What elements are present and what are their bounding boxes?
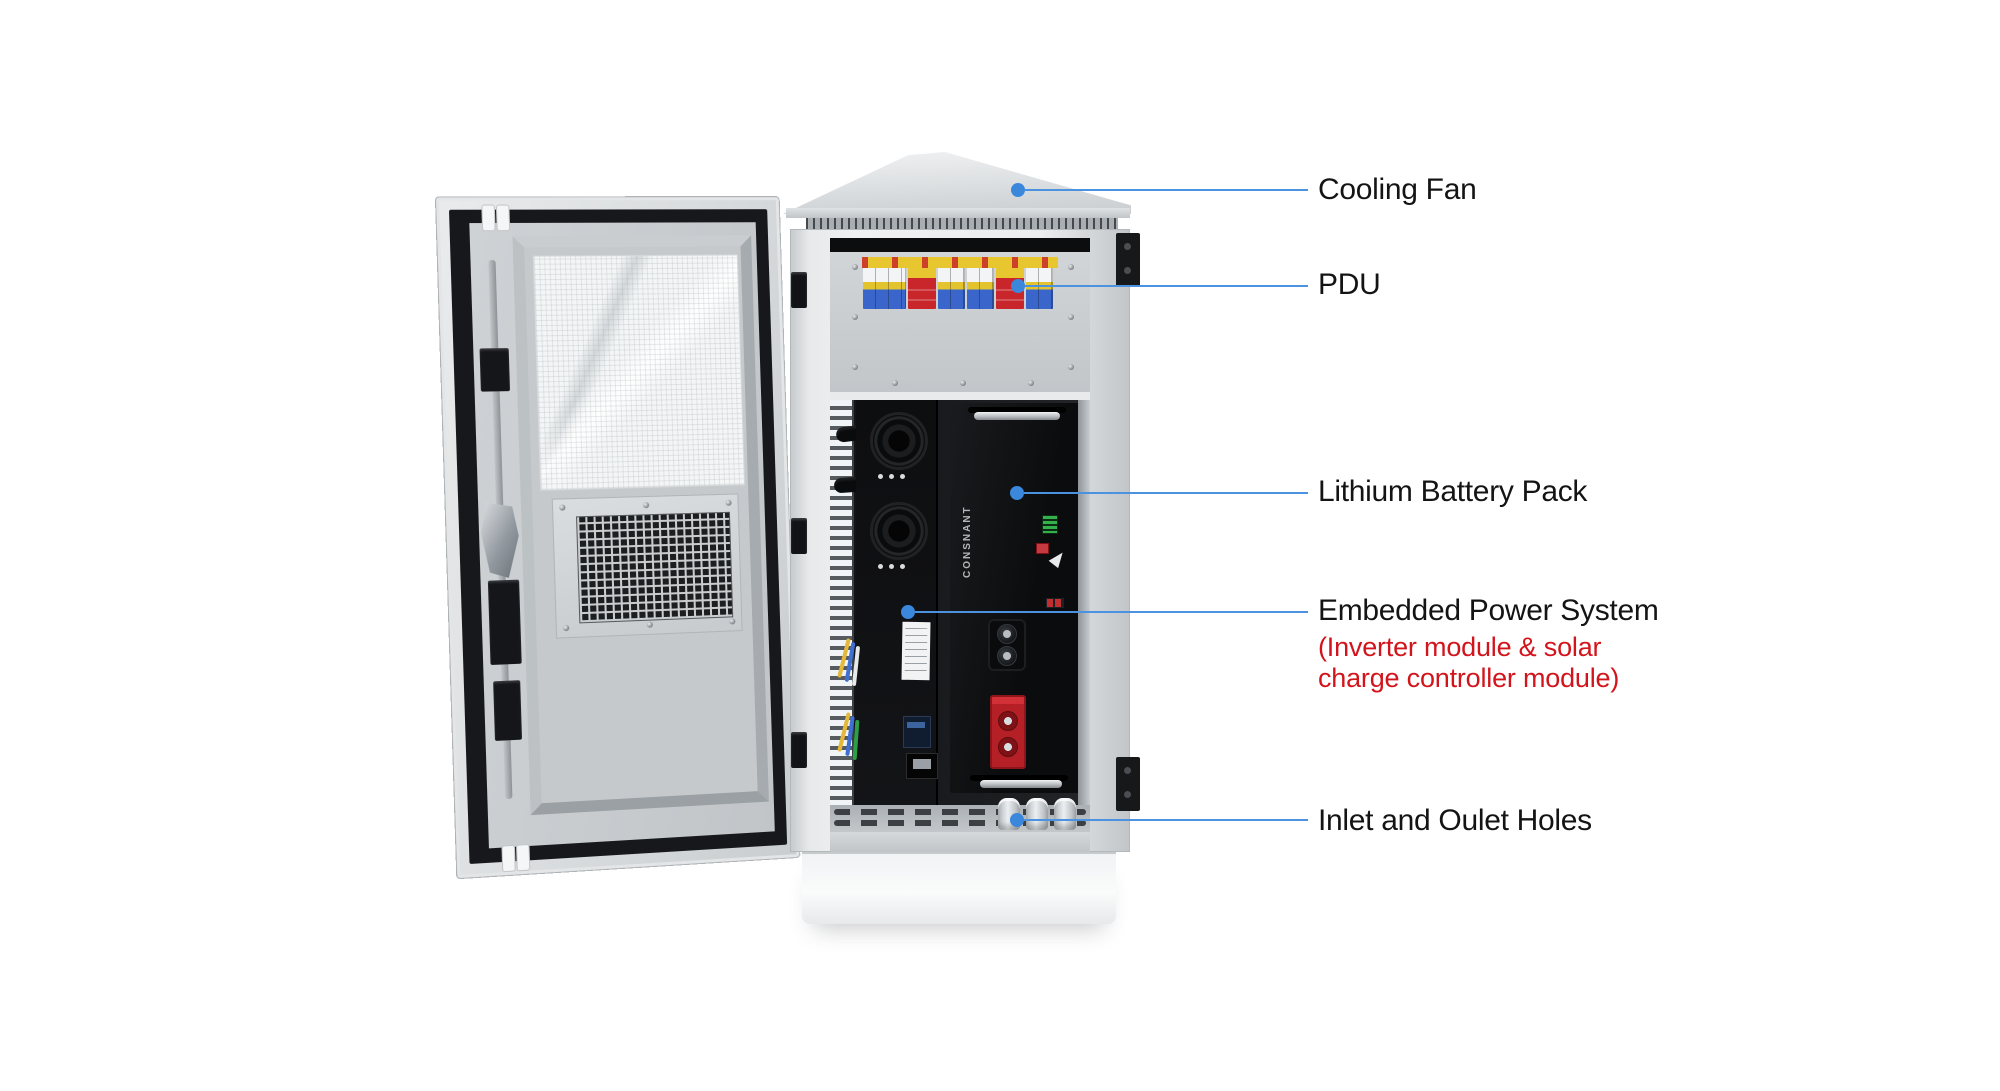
- cabinet-bottom-frame: [830, 832, 1090, 852]
- terminal: [997, 624, 1017, 644]
- lock-bracket: [479, 348, 511, 392]
- ethernet-port: [906, 753, 938, 779]
- callout-dot: [1011, 279, 1025, 293]
- screw-icon: [852, 364, 858, 370]
- door-hinge: [791, 518, 807, 554]
- status-leds: [878, 564, 905, 569]
- cable-gland: [1026, 798, 1048, 830]
- vent-slots: [834, 820, 1086, 826]
- callout-note-inverter: (Inverter module & solar charge controll…: [1318, 632, 1619, 694]
- handle-slot: [970, 775, 1068, 781]
- screw-icon: [852, 314, 858, 320]
- cabinet-door: [434, 196, 801, 880]
- screw-icon: [960, 380, 966, 386]
- connector-screw: [998, 737, 1018, 757]
- door-clip: [501, 844, 516, 873]
- connector-screw: [998, 711, 1018, 731]
- cabinet-roof: [783, 152, 1131, 214]
- dip-switch: [1046, 598, 1064, 608]
- lock-latch: [487, 579, 522, 666]
- screw-icon: [1068, 364, 1074, 370]
- door-hinge: [791, 272, 807, 308]
- callout-label-embedded-power: Embedded Power System: [1318, 594, 1659, 627]
- callout-dot: [1010, 486, 1024, 500]
- terminal: [997, 646, 1017, 666]
- callout-label-lithium-battery: Lithium Battery Pack: [1318, 475, 1588, 508]
- breaker-row: [863, 268, 1059, 309]
- battery-brand: CONSNANT: [962, 505, 973, 578]
- vent-slots: [834, 809, 1086, 815]
- cabinet-base: [802, 852, 1116, 924]
- callout-line: [1025, 189, 1308, 191]
- fan-icon: [870, 502, 928, 560]
- door-insulation-panel: [532, 254, 746, 491]
- battery-switch: [1036, 543, 1049, 554]
- pdu-panel: [830, 252, 1090, 392]
- lithium-battery-pack-unit: CONSNANT: [950, 403, 1082, 793]
- battery-handle: [980, 780, 1062, 788]
- battery-terminal-plate: [990, 621, 1024, 669]
- screw-icon: [1068, 264, 1074, 270]
- battery-power-connector: [990, 695, 1026, 769]
- screw-icon: [1068, 314, 1074, 320]
- mounting-bracket: [1116, 757, 1140, 811]
- callout-dot: [1010, 813, 1024, 827]
- fan-icon: [870, 412, 928, 470]
- circuit-breaker: [938, 268, 965, 309]
- pdu-label-strip: [862, 257, 1058, 268]
- spec-label: [901, 621, 931, 681]
- battery-led-indicators: [1042, 515, 1058, 534]
- mounting-bracket: [1116, 233, 1140, 287]
- door-clip: [495, 204, 511, 232]
- screw-icon: [852, 264, 858, 270]
- callout-line: [1024, 819, 1308, 821]
- pdu-shelf-ledge: [830, 392, 1090, 400]
- cabinet-opening-top: [830, 238, 1090, 252]
- roof-edge: [786, 208, 1130, 218]
- callout-label-pdu: PDU: [1318, 268, 1381, 301]
- door-hinge: [791, 732, 807, 768]
- door-clip: [515, 843, 531, 872]
- cabinet-inner-wall: [1078, 400, 1090, 805]
- door-clip: [481, 204, 496, 232]
- callout-line: [1024, 492, 1308, 494]
- door-vent-grille: [576, 511, 734, 624]
- note-line-2: charge controller module): [1318, 663, 1620, 693]
- cable-gland: [1054, 798, 1076, 830]
- lcd-display: [903, 716, 931, 748]
- surge-protector: [908, 268, 936, 309]
- callout-label-cooling-fan: Cooling Fan: [1318, 173, 1477, 206]
- callout-dot: [1011, 183, 1025, 197]
- lock-bracket: [493, 680, 523, 741]
- circuit-breaker: [1026, 268, 1053, 309]
- callout-line: [915, 611, 1308, 613]
- cabinet-floor: [830, 798, 1090, 832]
- note-line-1: (Inverter module & solar: [1318, 632, 1602, 662]
- callout-line: [1025, 285, 1308, 287]
- circuit-breaker: [967, 268, 994, 309]
- embedded-power-system-unit: [837, 400, 938, 805]
- callout-label-inlet-outlet: Inlet and Oulet Holes: [1318, 804, 1592, 837]
- circuit-breaker: [863, 268, 906, 309]
- arrow-icon: [1048, 548, 1068, 569]
- status-leds: [878, 474, 905, 479]
- screw-icon: [1028, 380, 1034, 386]
- screw-icon: [892, 380, 898, 386]
- handle-slot: [968, 407, 1066, 413]
- battery-handle: [974, 412, 1060, 420]
- equipment-bay: CONSNANT: [830, 400, 1090, 805]
- callout-dot: [901, 605, 915, 619]
